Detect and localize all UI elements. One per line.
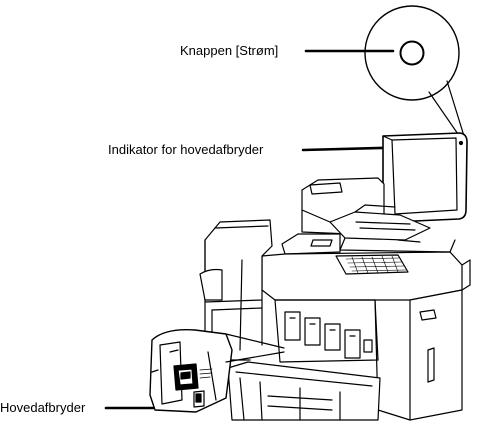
scanner-unit <box>261 233 471 301</box>
side-panel <box>374 289 463 421</box>
finisher-unit <box>199 219 273 361</box>
keypad-grid <box>345 255 407 274</box>
indicator-dot-icon <box>458 140 464 146</box>
main-switch-inset <box>149 329 285 413</box>
power-button-label: Knappen [Strøm] <box>180 43 279 58</box>
front-toner-area <box>274 299 379 363</box>
main-power-switch-label: Hovedafbryder <box>0 400 86 415</box>
document-feeder <box>301 177 456 253</box>
callout-pointer-line-2 <box>446 80 465 137</box>
main-power-indicator-label: Indikator for hovedafbryder <box>108 142 264 157</box>
callout-circle <box>364 5 460 101</box>
open-front-door <box>227 361 381 421</box>
power-button-icon <box>399 40 425 66</box>
power-button-callout <box>364 5 465 138</box>
callout-pointer-line-1 <box>428 91 461 138</box>
